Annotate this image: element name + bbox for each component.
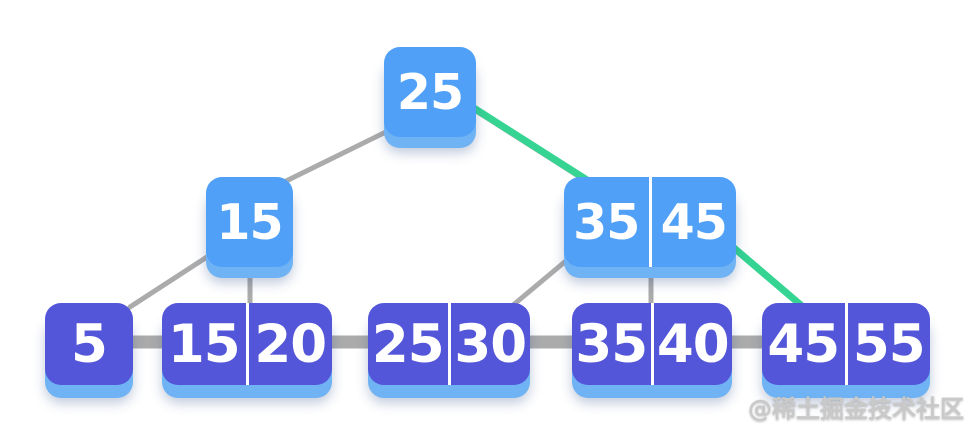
- node-internal-15: 15: [206, 177, 293, 267]
- node-key-cell: 30: [447, 303, 531, 385]
- node-leaf-35-40: 35 40: [572, 303, 732, 385]
- edge-internal-35-45-to-leaf-25-30: [509, 252, 576, 309]
- edge-root-to-internal-35-45-highlight: [462, 99, 591, 184]
- node-leaf-25-30: 25 30: [368, 303, 530, 385]
- node-key-cell: 45: [767, 313, 840, 375]
- node-key-cell: 15: [216, 193, 283, 251]
- node-key-cell: 55: [844, 303, 931, 385]
- node-key-cell: 25: [371, 313, 445, 375]
- node-internal-35-45: 35 45: [564, 177, 736, 267]
- node-key-cell: 35: [575, 313, 648, 375]
- node-key-cell: 40: [650, 303, 733, 385]
- edge-internal-35-45-to-leaf-45-55-highlight: [723, 238, 806, 310]
- node-key-cell: 45: [648, 177, 737, 267]
- edge-internal-15-to-leaf-5: [127, 252, 213, 310]
- node-leaf-15-20: 15 20: [162, 303, 332, 385]
- node-key-cell: 5: [71, 313, 108, 375]
- node-key-cell: 15: [167, 313, 241, 375]
- node-key-cell: 25: [396, 63, 464, 121]
- node-root-25: 25: [384, 47, 476, 137]
- node-key-cell: 20: [245, 303, 333, 385]
- edge-root-to-internal-15: [277, 123, 401, 187]
- node-key-cell: 35: [573, 193, 640, 251]
- node-leaf-45-55: 45 55: [762, 303, 930, 385]
- node-leaf-5: 5: [45, 303, 133, 385]
- watermark: @稀土掘金技术社区: [748, 395, 964, 423]
